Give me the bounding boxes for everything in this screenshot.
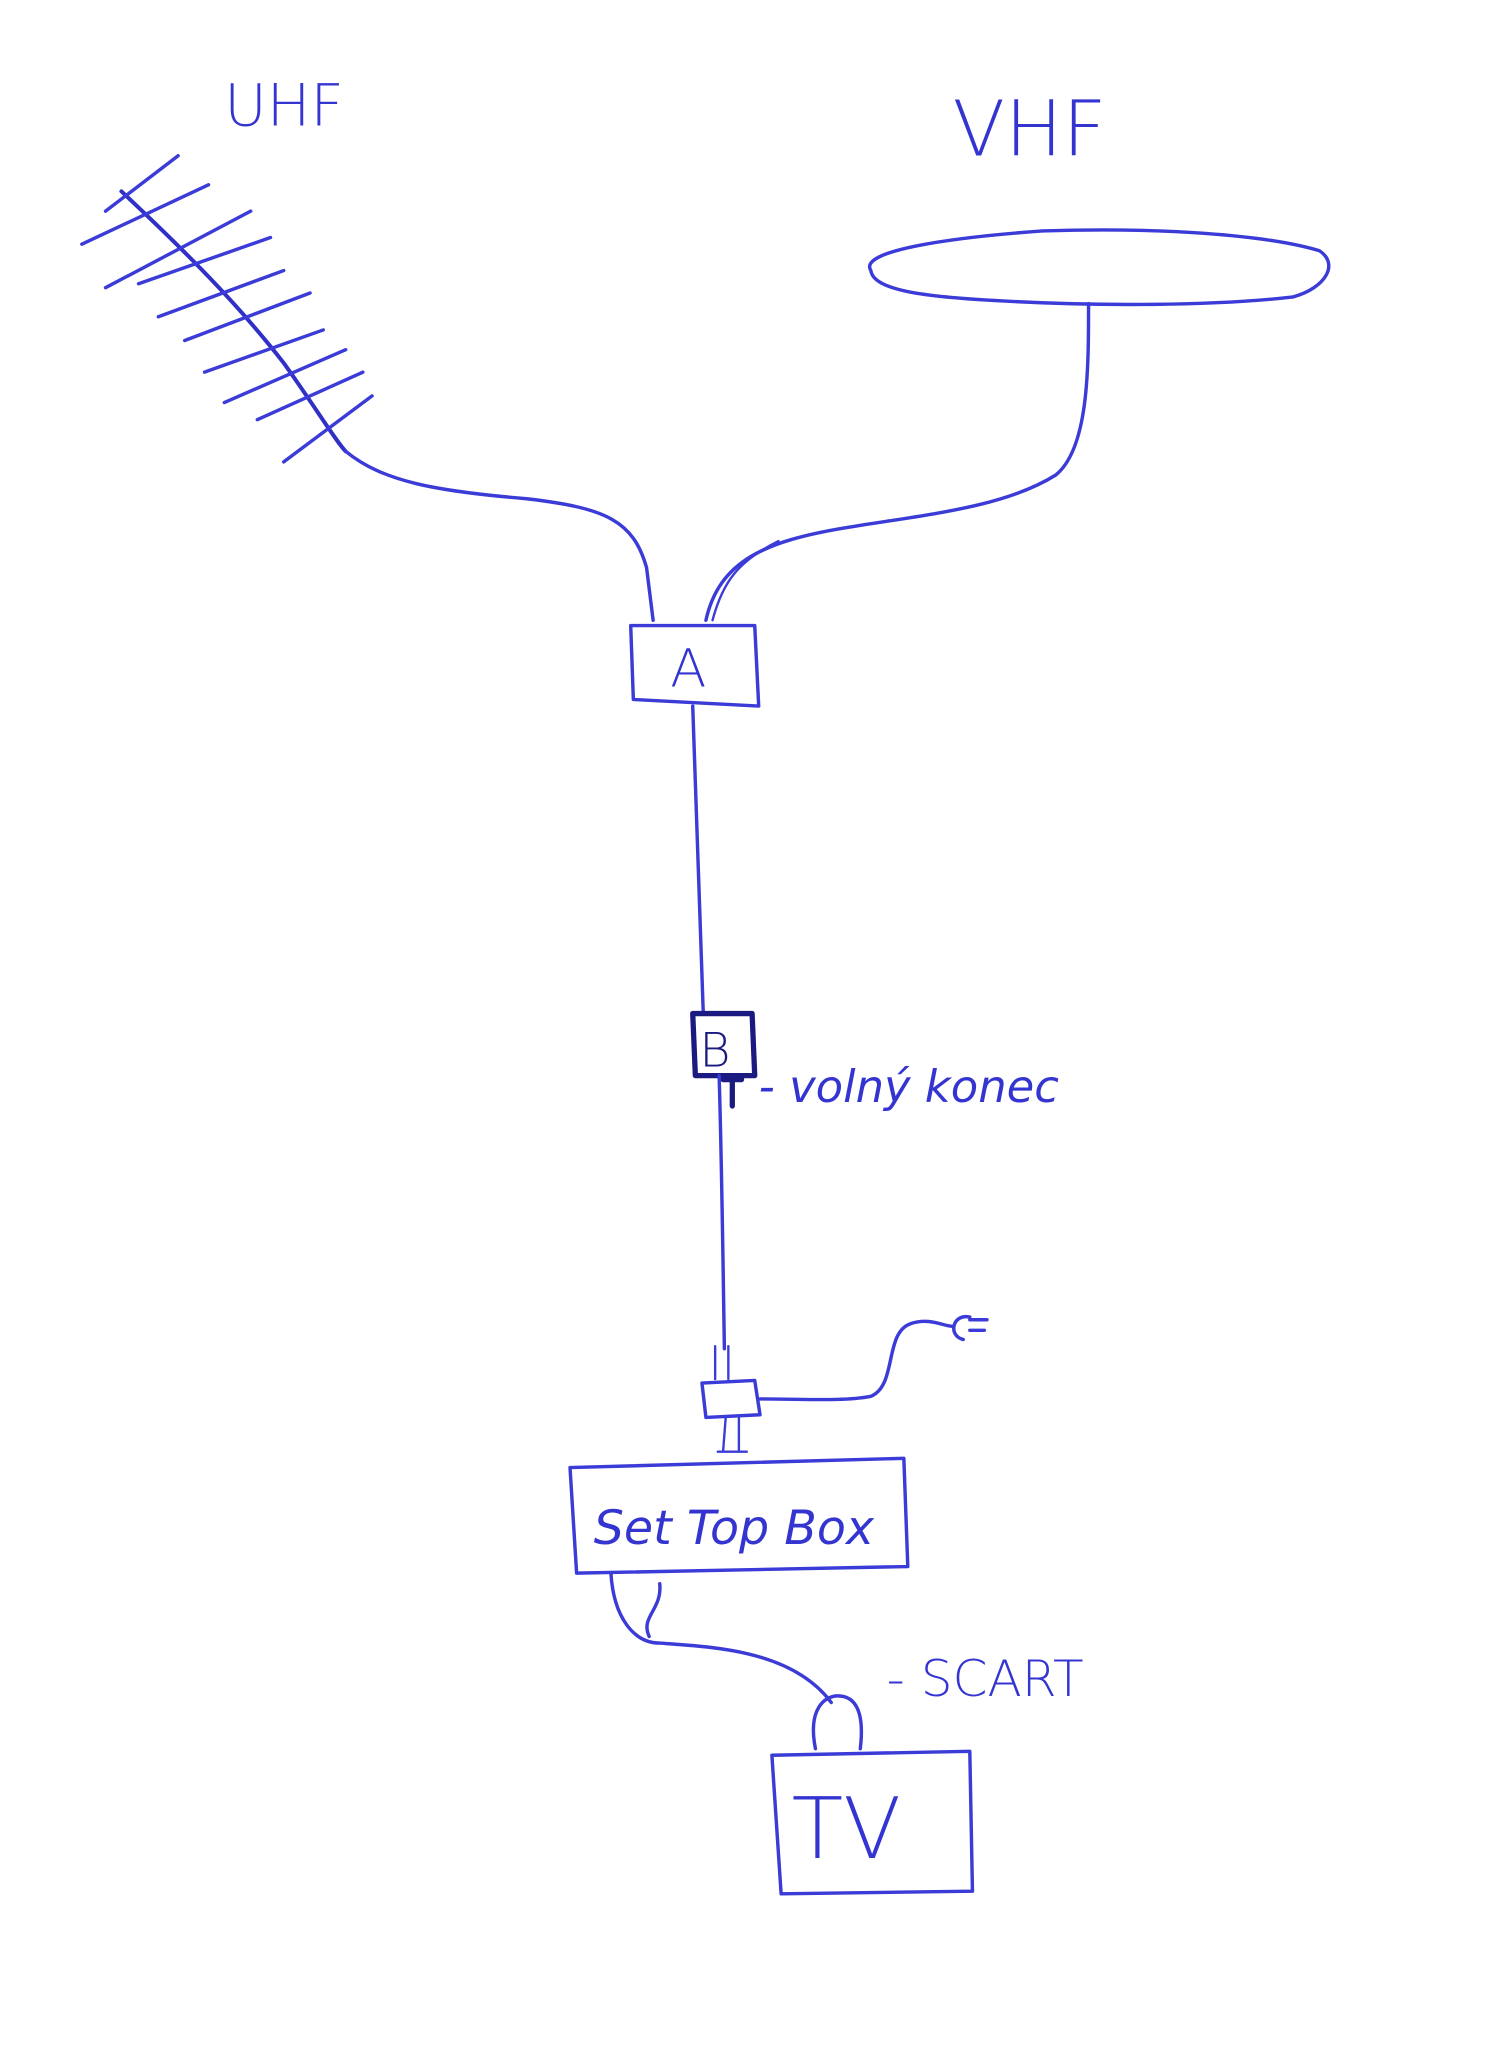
tv-label: TV xyxy=(792,1780,901,1878)
set-top-box: Set Top Box xyxy=(568,1456,910,1575)
node-b-box: B xyxy=(690,1010,758,1109)
power-connector xyxy=(700,1315,989,1453)
scart-label: - SCART xyxy=(887,1649,1084,1708)
scart-plug xyxy=(811,1694,864,1751)
a-to-b-cable xyxy=(691,704,705,1016)
set-top-box-label: Set Top Box xyxy=(594,1501,875,1556)
uhf-cable xyxy=(343,449,655,622)
node-b-label: B xyxy=(699,1023,730,1078)
node-a-label: A xyxy=(670,638,706,699)
vhf-antenna xyxy=(704,228,1331,622)
node-a-box: A xyxy=(628,623,761,708)
tv-box: TV xyxy=(770,1749,975,1896)
uhf-label: UHF xyxy=(224,71,344,139)
scart-cable xyxy=(609,1571,833,1705)
b-to-stb-cable xyxy=(717,1073,727,1351)
vhf-label: VHF xyxy=(953,86,1107,175)
free-end-label: - volný konec xyxy=(759,1060,1060,1113)
uhf-yagi-antenna xyxy=(80,154,374,464)
